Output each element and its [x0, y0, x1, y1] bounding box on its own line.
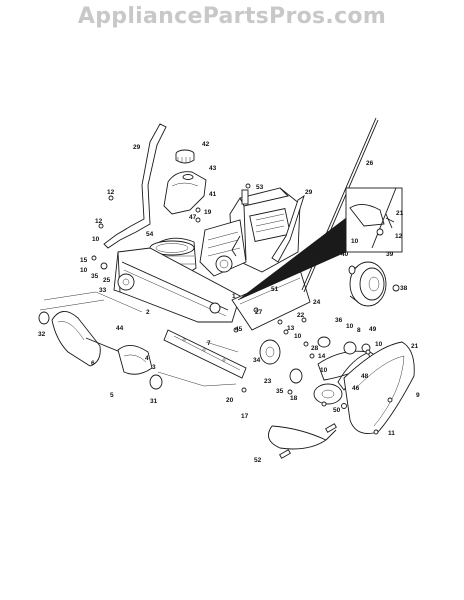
fuel-cap [175, 149, 195, 164]
callout-labels: 29 42 43 26 12 41 53 29 19 47 12 10 54 1… [38, 141, 420, 464]
callout: 10 [92, 236, 100, 243]
watermark: AppliancePartsPros.com [77, 4, 387, 29]
callout: 47 [189, 214, 197, 221]
upper-handle-right [271, 194, 305, 263]
belt-cover [343, 341, 415, 434]
auger-housing [113, 247, 241, 323]
callout: 3 [152, 364, 156, 371]
callout: 12 [107, 189, 115, 196]
callout: 7 [207, 340, 211, 347]
callout: 19 [204, 209, 212, 216]
callout: 39 [386, 251, 394, 258]
callout: 50 [333, 407, 341, 414]
callout: 44 [116, 325, 124, 332]
inset-leader-wedge [237, 217, 347, 301]
callout: 20 [226, 397, 234, 404]
callout: 17 [241, 413, 249, 420]
guide-lines [39, 291, 239, 387]
callout: 6 [91, 360, 95, 367]
callout: 29 [133, 144, 141, 151]
callout: 11 [388, 430, 395, 437]
callout: 12 [395, 233, 403, 240]
hardware-bolts [91, 183, 393, 435]
callout: 24 [313, 299, 321, 306]
callout: 48 [361, 373, 369, 380]
callout: 10 [294, 333, 302, 340]
callout: 51 [271, 286, 279, 293]
callout: 9 [416, 392, 420, 399]
upper-handle-left [103, 123, 167, 249]
rotor-paddle [38, 311, 163, 390]
callout: 52 [254, 457, 262, 464]
inset-detail [345, 187, 403, 253]
callout: 49 [369, 326, 377, 333]
callout: 12 [95, 218, 103, 225]
callout: 38 [400, 285, 408, 292]
callout: 43 [209, 165, 217, 172]
fuel-tank [163, 171, 207, 215]
callout: 25 [103, 277, 111, 284]
callout: 15 [80, 257, 88, 264]
callout: 10 [351, 238, 359, 245]
callout: 21 [411, 343, 419, 350]
callout: 31 [150, 398, 158, 405]
callout: 46 [352, 385, 360, 392]
callout: 42 [202, 141, 210, 148]
callout: 35 [91, 273, 99, 280]
callout: 45 [235, 326, 243, 333]
callout: 5 [110, 392, 114, 399]
callout: 28 [311, 345, 319, 352]
callout: 10 [320, 367, 328, 374]
wheel [348, 261, 400, 307]
throttle-cable [267, 423, 337, 459]
callout: 1 [232, 293, 236, 300]
callout: 13 [287, 325, 295, 332]
callout: 26 [366, 160, 374, 167]
callout: 29 [305, 189, 313, 196]
callout: 4 [145, 355, 149, 362]
callout: 23 [264, 378, 272, 385]
callout: 33 [99, 287, 107, 294]
callout: 22 [297, 312, 305, 319]
callout: 53 [256, 184, 264, 191]
callout: 10 [375, 341, 383, 348]
shave-plate [163, 329, 247, 379]
callout: 14 [318, 353, 326, 360]
callout: 35 [276, 388, 284, 395]
callout: 40 [341, 251, 349, 258]
callout: 36 [335, 317, 343, 324]
callout: 8 [357, 327, 361, 334]
callout: 32 [38, 331, 46, 338]
callout: 21 [396, 210, 404, 217]
callout: 54 [146, 231, 154, 238]
callout: 10 [80, 267, 88, 274]
callout: 18 [290, 395, 298, 402]
callout: 27 [255, 309, 263, 316]
callout: 10 [346, 323, 354, 330]
callout: 41 [209, 191, 217, 198]
callout: 2 [146, 309, 150, 316]
engine [199, 187, 301, 277]
callout: 34 [253, 357, 261, 364]
